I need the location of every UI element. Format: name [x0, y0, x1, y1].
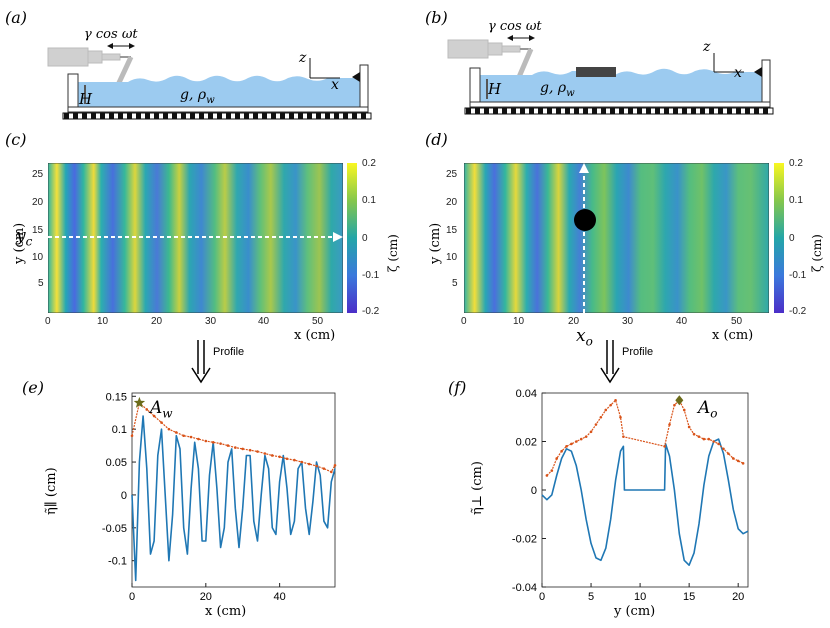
c-ytick-1: 10 — [32, 252, 44, 263]
d-xtick-5: 50 — [731, 316, 743, 327]
z-axis-label-a: z — [299, 50, 307, 66]
f-envelope-line — [546, 399, 744, 476]
profile-label-right: Profile — [622, 346, 654, 358]
c-xtick-2: 20 — [151, 316, 163, 327]
f-ytick-label: -0.04 — [512, 582, 537, 594]
e-ylabel: η̃∥ (cm) — [44, 467, 59, 515]
d-ylabel: y (cm) — [428, 222, 443, 264]
gravity-density-label-a: g, ρw — [180, 87, 215, 106]
f-ytick-label: 0.04 — [516, 388, 537, 400]
d-xtick-2: 20 — [568, 316, 580, 327]
d-colorbar-label: ζ (cm) — [810, 234, 824, 272]
c-colorbar-label: ζ (cm) — [386, 234, 400, 272]
yc-marker-label: yc — [16, 226, 33, 249]
f-ytick-label: 0.02 — [516, 437, 537, 449]
wave-tank-schematic-b — [447, 35, 774, 115]
x-axis-label-a: x — [331, 77, 339, 93]
e-annotation: Aw — [150, 398, 173, 421]
panel-label-a: (a) — [5, 8, 28, 27]
z-axis-label-b: z — [703, 39, 711, 55]
e-axes-frame — [131, 392, 336, 588]
d-ytick-3: 20 — [446, 197, 458, 208]
e-xtick-label: 0 — [129, 591, 135, 603]
f-xtick-label: 15 — [683, 591, 695, 603]
c-cbtick-0: 0.2 — [362, 158, 376, 169]
d-cbtick-4: -0.2 — [789, 306, 807, 317]
e-ytick-label: -0.05 — [102, 523, 127, 535]
d-xlabel: x (cm) — [712, 328, 754, 343]
e-ytick-label: -0.1 — [108, 556, 127, 568]
f-ytick-label: -0.02 — [512, 534, 537, 546]
colorbar-c — [347, 163, 357, 313]
panel-label-e: (e) — [22, 378, 44, 397]
e-envelope-line — [131, 401, 336, 473]
f-xtick-label: 10 — [634, 591, 646, 603]
panel-label-b: (b) — [425, 8, 448, 27]
wave-field-heatmap-c — [48, 163, 343, 313]
aw-star-marker — [133, 396, 146, 408]
depth-label-b: H — [488, 80, 502, 98]
e-signal-line — [131, 415, 336, 582]
c-xtick-1: 10 — [97, 316, 109, 327]
d-cbtick-0: 0.2 — [789, 158, 803, 169]
d-ytick-4: 25 — [446, 169, 458, 180]
d-xtick-4: 40 — [676, 316, 688, 327]
c-xlabel: x (cm) — [294, 328, 336, 343]
profile-chart-f: 0 5 10 15 20 0.04 0.02 0 -0.02 -0.04 — [512, 388, 749, 603]
f-ylabel: η̃⊥ (cm) — [470, 461, 485, 515]
c-ytick-4: 25 — [32, 169, 44, 180]
d-xtick-0: 0 — [461, 316, 467, 327]
f-xtick-label: 0 — [539, 591, 545, 603]
xo-marker-label: xo — [576, 326, 593, 349]
colorbar-d — [774, 163, 784, 313]
c-cbtick-1: 0.1 — [362, 195, 376, 206]
e-ytick-label: 0 — [121, 490, 127, 502]
c-cbtick-3: -0.1 — [362, 270, 380, 281]
ao-diamond-marker — [675, 395, 684, 406]
f-xlabel: y (cm) — [614, 604, 656, 619]
f-annotation: Ao — [698, 398, 718, 421]
c-ytick-3: 20 — [32, 197, 44, 208]
e-ytick-label: 0.1 — [112, 424, 127, 436]
d-cbtick-3: -0.1 — [789, 270, 807, 281]
gravity-density-label-b: g, ρw — [540, 80, 575, 99]
panel-label-d: (d) — [425, 130, 448, 149]
panel-label-f: (f) — [448, 378, 467, 397]
profile-arrow-right — [600, 340, 620, 384]
f-signal-line — [541, 438, 749, 566]
d-cbtick-2: 0 — [789, 233, 795, 244]
d-ytick-2: 15 — [446, 225, 458, 236]
profile-chart-e: 0 20 40 0.15 0.1 0.05 0 -0.05 -0.1 — [102, 391, 337, 603]
x-axis-label-b: x — [734, 65, 742, 81]
c-ytick-2: 15 — [32, 225, 44, 236]
d-xtick-3: 30 — [622, 316, 634, 327]
profile-label-left: Profile — [213, 346, 245, 358]
wave-tank-schematic-a — [47, 43, 372, 120]
c-xtick-5: 50 — [312, 316, 324, 327]
f-xtick-label: 5 — [588, 591, 594, 603]
depth-label-a: H — [79, 90, 93, 108]
c-cbtick-4: -0.2 — [362, 306, 380, 317]
f-xtick-label: 20 — [732, 591, 744, 603]
c-xtick-0: 0 — [45, 316, 51, 327]
e-ytick-label: 0.05 — [106, 457, 127, 469]
profile-arrow-left — [191, 340, 211, 384]
e-xtick-label: 20 — [200, 591, 212, 603]
e-ytick-label: 0.15 — [106, 391, 127, 403]
d-ytick-0: 5 — [452, 278, 458, 289]
d-ytick-1: 10 — [446, 252, 458, 263]
c-xtick-3: 30 — [205, 316, 217, 327]
d-xtick-1: 10 — [513, 316, 525, 327]
forcing-label-a: γ cos ωt — [84, 27, 138, 42]
c-xtick-4: 40 — [258, 316, 270, 327]
panel-label-c: (c) — [5, 130, 27, 149]
d-cbtick-1: 0.1 — [789, 195, 803, 206]
c-ytick-0: 5 — [38, 278, 44, 289]
wave-field-heatmap-d — [464, 163, 769, 313]
e-xtick-label: 40 — [274, 591, 286, 603]
forcing-label-b: γ cos ωt — [488, 19, 542, 34]
e-xlabel: x (cm) — [205, 604, 247, 619]
c-cbtick-2: 0 — [362, 233, 368, 244]
f-ytick-label: 0 — [531, 485, 537, 497]
